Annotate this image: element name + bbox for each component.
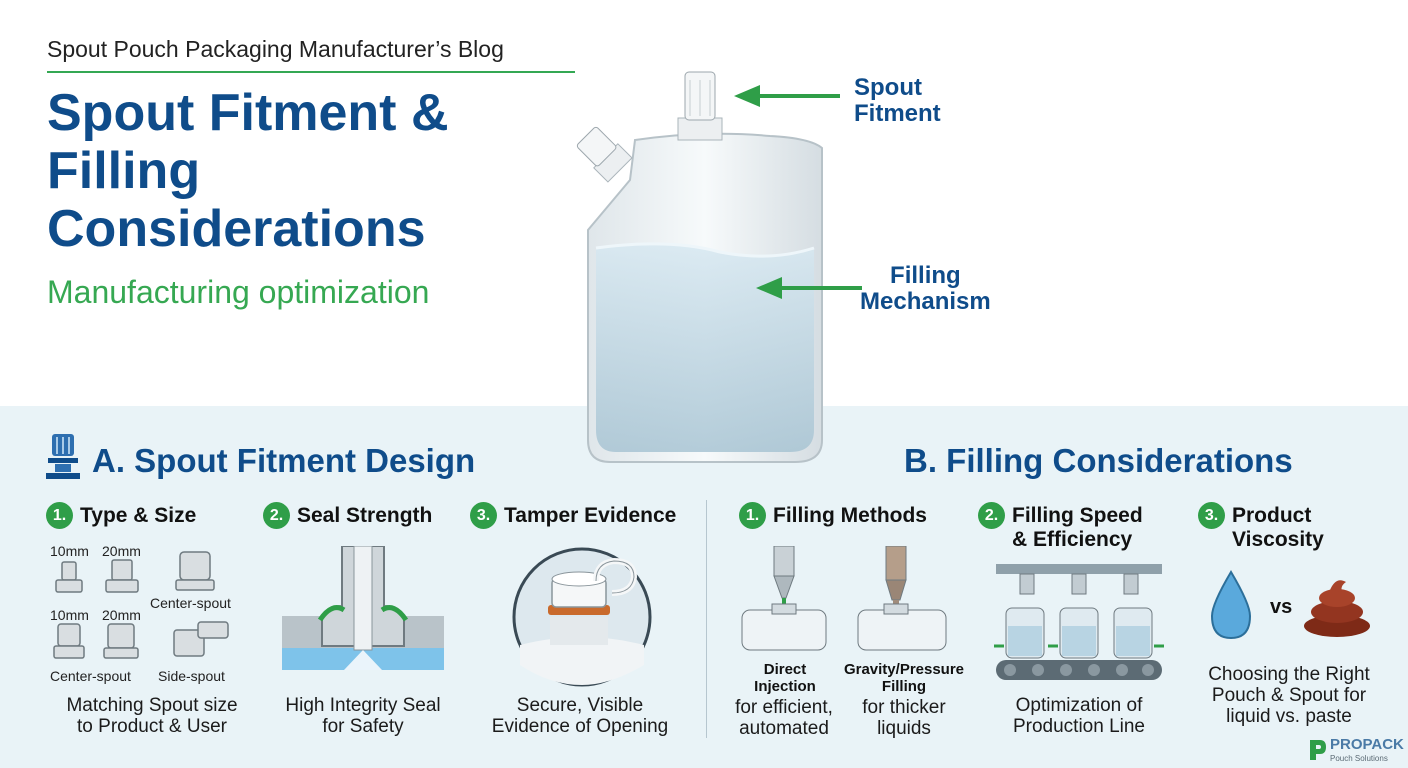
item-seal-strength-heading: 2. Seal Strength [263, 502, 432, 529]
vs-label: vs [1270, 596, 1293, 618]
caption-seal-strength: High Integrity Seal for Safety [285, 695, 441, 737]
label-10mm-top: 10mm [50, 543, 89, 559]
caption-production-line: Optimization of Production Line [1012, 695, 1146, 737]
caption-viscosity: Choosing the Right Pouch & Spout for liq… [1208, 664, 1370, 727]
number-badge: 1. [46, 502, 73, 529]
spout-cap-icon [46, 434, 80, 479]
label-side-spout: Side-spout [158, 668, 225, 684]
number-badge: 2. [978, 502, 1005, 529]
filling-callout-arrow [756, 277, 862, 299]
item-tamper-evidence-heading: 3. Tamper Evidence [470, 502, 676, 529]
method-direct-desc: for efficient, automated [735, 697, 833, 739]
tamper-ring-illustration [512, 547, 652, 687]
method-direct-injection: Direct Injection [754, 661, 816, 695]
label-center-spout-top: Center-spout [150, 595, 231, 611]
production-line-diagram [994, 564, 1164, 680]
caption-type-size: Matching Spout size to Product & User [66, 695, 238, 737]
spout-callout-arrow [734, 85, 840, 107]
spout-pouch-illustration [576, 71, 823, 463]
callout-spout-fitment: Spout Fitment [854, 74, 941, 127]
label-20mm-bottom: 20mm [102, 607, 141, 623]
section-a-title: A. Spout Fitment Design [92, 442, 476, 479]
label-20mm-top: 20mm [102, 543, 141, 559]
paste-icon [1304, 580, 1370, 637]
water-drop-icon [1210, 570, 1252, 640]
blog-kicker: Spout Pouch Packaging Manufacturer’s Blo… [47, 36, 504, 62]
propack-logo-icon [1310, 740, 1326, 760]
section-divider [706, 500, 707, 738]
bottom-band [0, 406, 1408, 768]
caption-tamper-evidence: Secure, Visible Evidence of Opening [491, 695, 669, 737]
page-subtitle: Manufacturing optimization [47, 274, 430, 310]
number-badge: 1. [739, 502, 766, 529]
kicker-underline [47, 71, 575, 73]
number-badge: 2. [263, 502, 290, 529]
item-filling-speed-heading: 2. Filling Speed & Efficiency [978, 502, 1143, 552]
section-b-title: B. Filling Considerations [904, 442, 1293, 479]
item-type-size-heading: 1. Type & Size [46, 502, 196, 529]
number-badge: 3. [470, 502, 497, 529]
method-gravity-desc: for thicker liquids [862, 697, 946, 739]
number-badge: 3. [1198, 502, 1225, 529]
seal-cross-section-diagram [282, 546, 444, 670]
propack-logo: PROPACK Pouch Solutions [1330, 736, 1404, 763]
label-center-spout-bottom: Center-spout [50, 668, 131, 684]
spout-size-icons [53, 551, 229, 659]
method-gravity-pressure: Gravity/Pressure Filling [843, 661, 965, 695]
filling-methods-diagram [741, 546, 947, 651]
item-filling-methods-heading: 1. Filling Methods [739, 502, 927, 529]
item-product-viscosity-heading: 3. Product Viscosity [1198, 502, 1324, 552]
label-10mm-bottom: 10mm [50, 607, 89, 623]
page-title: Spout Fitment & Filling Considerations [47, 84, 449, 258]
callout-filling-mechanism: Filling Mechanism [860, 262, 991, 315]
